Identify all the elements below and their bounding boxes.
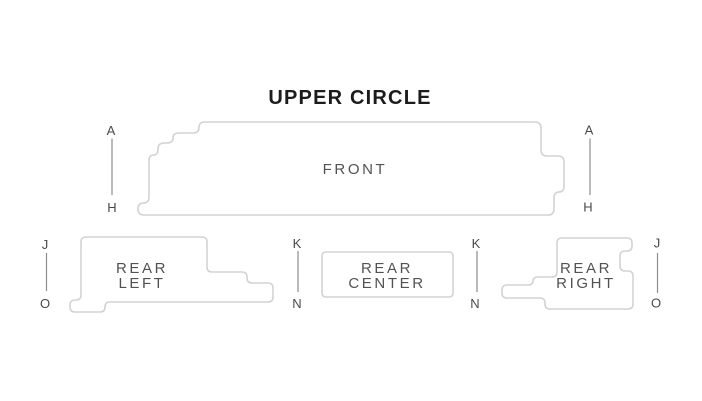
row-letter-front-left-bottom: H xyxy=(107,200,116,215)
row-letter-front-right-bottom: H xyxy=(583,200,592,215)
row-letter-center-right-top: K xyxy=(472,236,481,251)
row-letter-front-left-top: A xyxy=(107,123,116,138)
section-rear-right-shape[interactable] xyxy=(501,237,634,310)
row-letter-far-right-bottom: O xyxy=(651,296,661,311)
section-rear-right-label-1: REAR xyxy=(560,260,612,277)
section-rear-right-label-2: RIGHT xyxy=(556,275,616,292)
row-letter-center-left-bottom: N xyxy=(292,296,301,311)
section-rear-left-label-1: REAR xyxy=(116,260,168,277)
section-rear-left-label-2: LEFT xyxy=(118,275,165,292)
section-rear-center-label-1: REAR xyxy=(361,260,413,277)
row-letter-front-right-top: A xyxy=(585,123,594,138)
page-title: UPPER CIRCLE xyxy=(268,87,431,109)
section-rear-center-label-2: CENTER xyxy=(348,275,425,292)
row-letter-far-right-top: J xyxy=(654,236,661,251)
row-letter-center-left-top: K xyxy=(293,236,302,251)
section-rear-center-shape[interactable] xyxy=(321,251,454,298)
section-front-shape[interactable] xyxy=(137,121,565,216)
row-letter-far-left-top: J xyxy=(42,237,49,252)
section-rear-left-shape[interactable] xyxy=(69,236,274,313)
row-letter-far-left-bottom: O xyxy=(40,296,50,311)
section-front-label: FRONT xyxy=(323,161,388,178)
row-letter-center-right-bottom: N xyxy=(470,296,479,311)
